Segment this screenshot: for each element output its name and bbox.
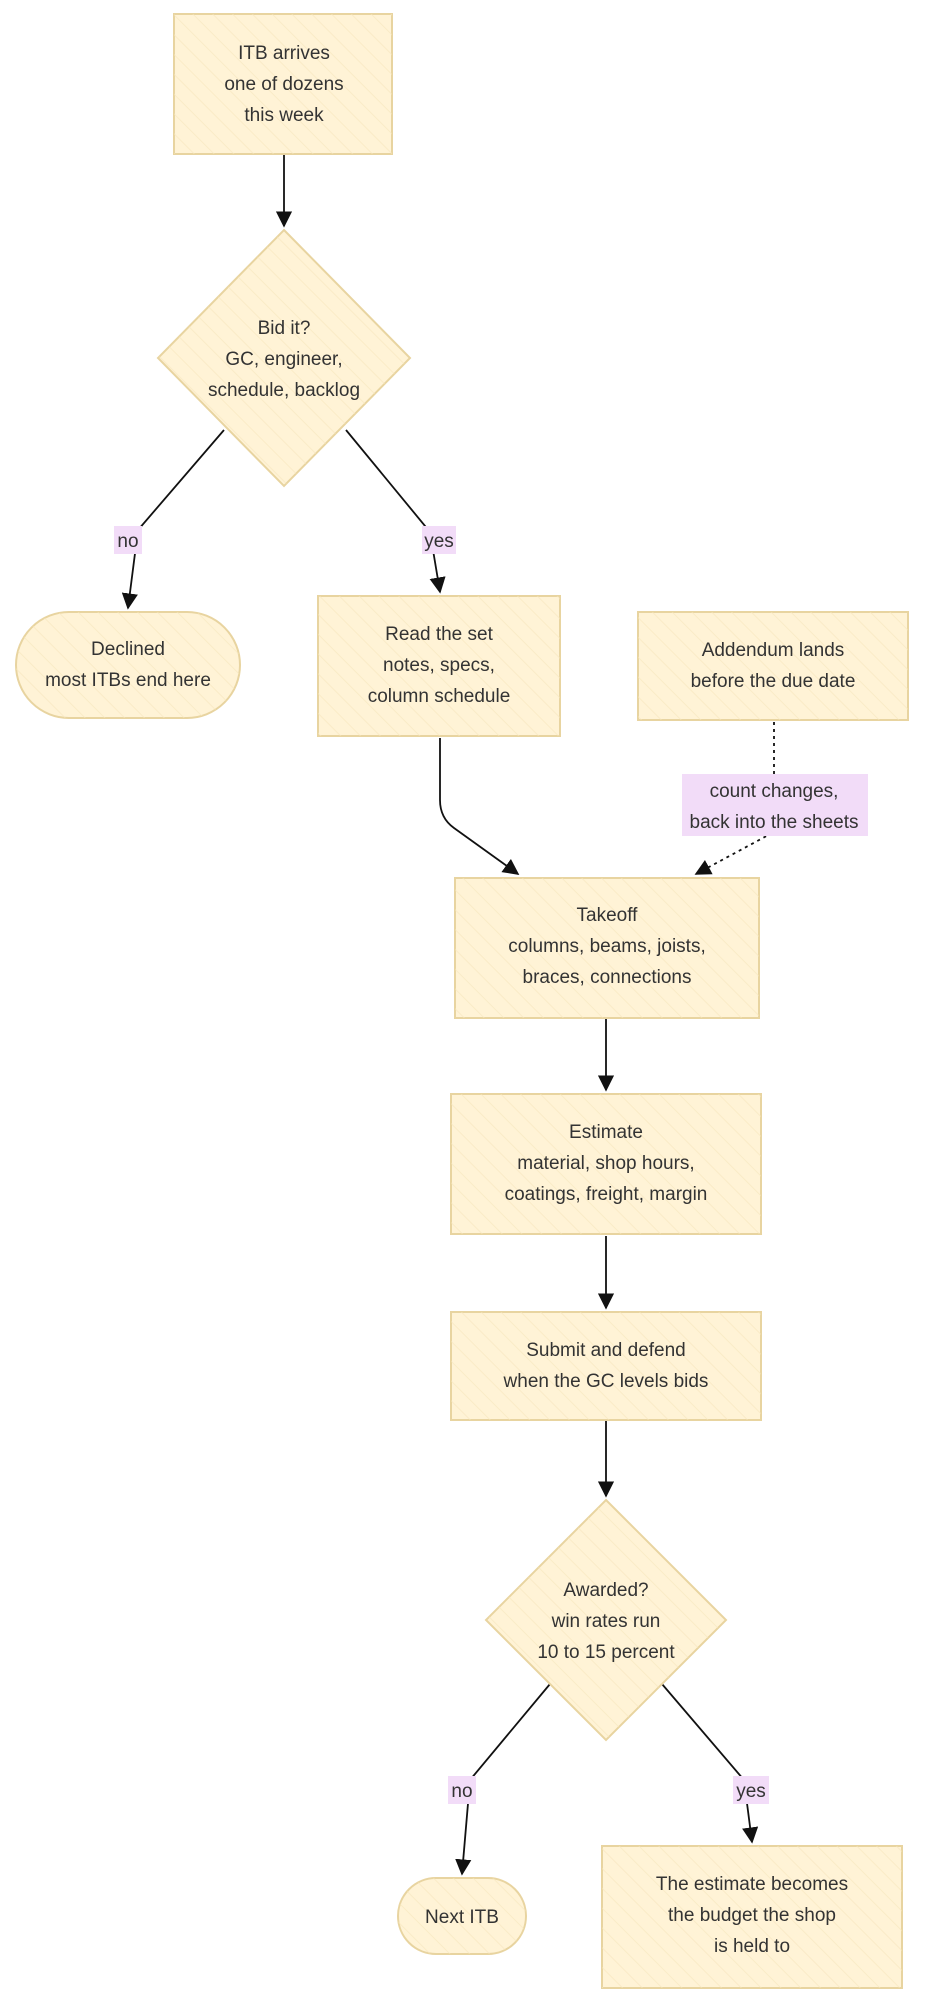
decision-bid-it: Bid it? GC, engineer, schedule, backlog: [156, 228, 412, 488]
node-budget-line-2: the budget the shop: [668, 1905, 836, 1926]
edge-label-awarded-no: no: [448, 1776, 476, 1804]
edge-label-bid-yes-text: yes: [424, 531, 454, 552]
decision-bid-it-line-1: Bid it?: [258, 318, 311, 339]
edge-labels: no yes count changes, back into the shee…: [114, 526, 868, 1804]
edge-label-awarded-yes: yes: [733, 1776, 769, 1804]
node-submit: Submit and defend when the GC levels bid…: [450, 1311, 762, 1421]
node-estimate-line-2: material, shop hours,: [517, 1153, 694, 1174]
decision-awarded: Awarded? win rates run 10 to 15 percent: [484, 1498, 728, 1742]
node-budget-line-3: is held to: [714, 1936, 790, 1957]
node-addendum-line-2: before the due date: [691, 671, 856, 692]
node-submit-line-2: when the GC levels bids: [503, 1371, 709, 1392]
node-budget-line-1: The estimate becomes: [656, 1874, 848, 1895]
edge-label-addendum-note: count changes, back into the sheets: [682, 774, 868, 836]
node-budget: The estimate becomes the budget the shop…: [601, 1845, 903, 1989]
edge-addendum-to-takeoff: [694, 722, 775, 875]
edge-label-awarded-yes-text: yes: [736, 1781, 766, 1802]
decision-bid-it-line-3: schedule, backlog: [208, 380, 360, 401]
edge-label-addendum-line-2: back into the sheets: [690, 812, 859, 833]
node-estimate: Estimate material, shop hours, coatings,…: [450, 1093, 762, 1235]
node-itb-arrives-line-3: this week: [244, 105, 324, 126]
node-submit-line-1: Submit and defend: [526, 1340, 686, 1361]
node-read-the-set: Read the set notes, specs, column schedu…: [317, 595, 561, 737]
terminal-next-itb-line-1: Next ITB: [425, 1907, 499, 1928]
edge-label-bid-no-text: no: [117, 531, 138, 552]
edge-label-awarded-no-text: no: [451, 1781, 472, 1802]
decision-awarded-line-3: 10 to 15 percent: [537, 1642, 675, 1663]
decision-awarded-line-2: win rates run: [551, 1611, 661, 1632]
edge-awarded-to-budget: [661, 1683, 759, 1844]
edge-read-to-takeoff: [439, 738, 520, 875]
node-estimate-line-3: coatings, freight, margin: [505, 1184, 708, 1205]
node-itb-arrives-line-1: ITB arrives: [238, 43, 330, 64]
node-takeoff-line-1: Takeoff: [577, 905, 639, 926]
node-read-the-set-line-2: notes, specs,: [383, 655, 495, 676]
edge-label-addendum-line-1: count changes,: [710, 781, 839, 802]
terminal-next-itb: Next ITB: [397, 1877, 527, 1955]
node-addendum-line-1: Addendum lands: [702, 640, 845, 661]
edge-bid-to-read: [345, 429, 446, 594]
node-takeoff: Takeoff columns, beams, joists, braces, …: [454, 877, 760, 1019]
node-takeoff-line-3: braces, connections: [523, 967, 692, 988]
node-read-the-set-line-3: column schedule: [368, 686, 511, 707]
terminal-declined: Declined most ITBs end here: [15, 611, 241, 719]
node-read-the-set-line-1: Read the set: [385, 624, 493, 645]
node-itb-arrives: ITB arrives one of dozens this week: [173, 13, 393, 155]
node-itb-arrives-line-2: one of dozens: [224, 74, 343, 95]
edge-label-bid-yes: yes: [422, 526, 456, 554]
terminal-declined-line-2: most ITBs end here: [45, 670, 211, 691]
edge-bid-to-declined: [121, 429, 225, 610]
decision-bid-it-line-2: GC, engineer,: [225, 349, 342, 370]
node-estimate-line-1: Estimate: [569, 1122, 643, 1143]
decision-awarded-line-1: Awarded?: [563, 1580, 648, 1601]
node-addendum: Addendum lands before the due date: [637, 611, 909, 721]
terminal-declined-line-1: Declined: [91, 639, 165, 660]
node-takeoff-line-2: columns, beams, joists,: [508, 936, 705, 957]
edge-label-bid-no: no: [114, 526, 142, 554]
edges: [121, 154, 775, 1876]
